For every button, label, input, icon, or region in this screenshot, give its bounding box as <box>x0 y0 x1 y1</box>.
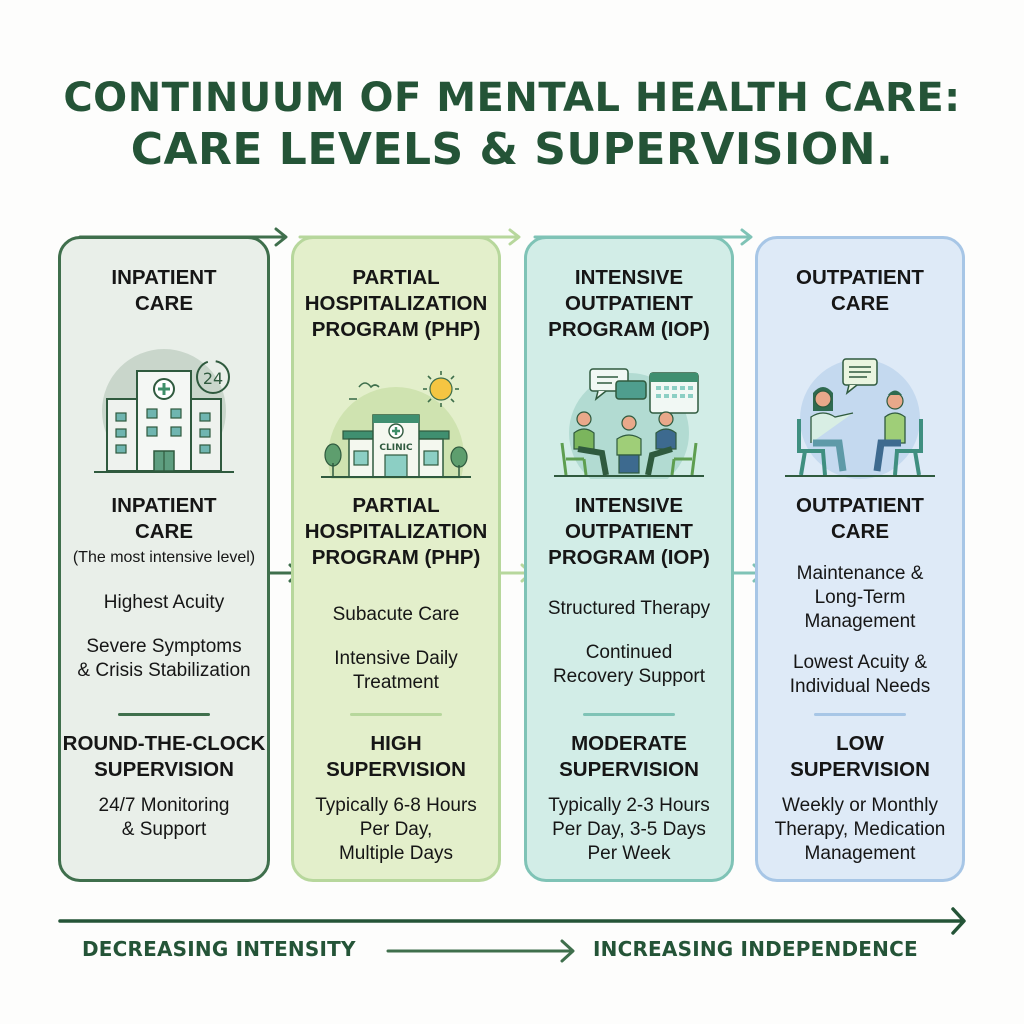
supervision-level: HIGH SUPERVISION <box>326 732 466 781</box>
card-subheading: (The most intensive level) <box>72 549 256 566</box>
divider <box>118 713 210 716</box>
page-title: CONTINUUM OF MENTAL HEALTH CARE: CARE LE… <box>0 72 1024 176</box>
card-heading: OUTPATIENT CARE <box>796 494 924 543</box>
card-point: Severe Symptoms & Crisis Stabilization <box>77 636 251 681</box>
divider <box>350 713 442 716</box>
card-top-heading: INPATIENT CARE <box>111 266 217 315</box>
divider <box>583 713 675 716</box>
supervision-description: Typically 2-3 Hours Per Day, 3-5 Days Pe… <box>548 795 710 864</box>
supervision-description: Weekly or Monthly Therapy, Medication Ma… <box>774 795 946 864</box>
card-point: Maintenance & Long-Term Management <box>796 563 924 632</box>
card-point: Lowest Acuity & Individual Needs <box>789 652 931 697</box>
divider <box>814 713 906 716</box>
level-card-outpatient: OUTPATIENT CARE OUTPATIENT CARE <box>755 236 965 882</box>
supervision-level: ROUND-THE-CLOCK SUPERVISION <box>62 732 266 781</box>
card-heading: INTENSIVE OUTPATIENT PROGRAM (IOP) <box>548 494 710 569</box>
level-card-iop: INTENSIVE OUTPATIENT PROGRAM (IOP) <box>524 236 734 882</box>
supervision-level: LOW SUPERVISION <box>790 732 930 781</box>
supervision-level: MODERATE SUPERVISION <box>559 732 699 781</box>
card-heading: INPATIENT CARE (The most intensive level… <box>61 493 267 571</box>
card-point: Intensive Daily Treatment <box>334 648 458 693</box>
group-therapy-calendar-icon <box>554 363 704 493</box>
card-top-heading: PARTIAL HOSPITALIZATION PROGRAM (PHP) <box>304 266 488 341</box>
card-point: Continued Recovery Support <box>552 642 706 687</box>
card-point: Structured Therapy <box>547 598 711 619</box>
card-point: Highest Acuity <box>103 592 225 613</box>
title-line-2: CARE LEVELS & SUPERVISION. <box>130 124 894 175</box>
card-point: Subacute Care <box>332 604 460 625</box>
svg-text:CLINIC: CLINIC <box>379 443 413 453</box>
increasing-independence-label: INCREASING INDEPENDENCE <box>593 937 918 961</box>
one-on-one-therapy-icon <box>785 347 935 479</box>
decreasing-intensity-label: DECREASING INTENSITY <box>82 937 356 961</box>
svg-text:24: 24 <box>203 369 223 388</box>
title-line-1: CONTINUUM OF MENTAL HEALTH CARE: <box>63 75 961 121</box>
level-card-inpatient: INPATIENT CARE 24 INPATIENT CARE (Th <box>58 236 270 882</box>
card-heading: PARTIAL HOSPITALIZATION PROGRAM (PHP) <box>304 494 488 569</box>
card-top-heading: OUTPATIENT CARE <box>796 266 924 315</box>
supervision-description: Typically 6-8 Hours Per Day, Multiple Da… <box>315 795 477 864</box>
level-card-php: PARTIAL HOSPITALIZATION PROGRAM (PHP) CL… <box>291 236 501 882</box>
hospital-24h-icon: 24 <box>89 339 239 479</box>
card-top-heading: INTENSIVE OUTPATIENT PROGRAM (IOP) <box>548 266 710 341</box>
clinic-icon: CLINIC <box>321 367 471 527</box>
supervision-description: 24/7 Monitoring & Support <box>98 795 230 840</box>
